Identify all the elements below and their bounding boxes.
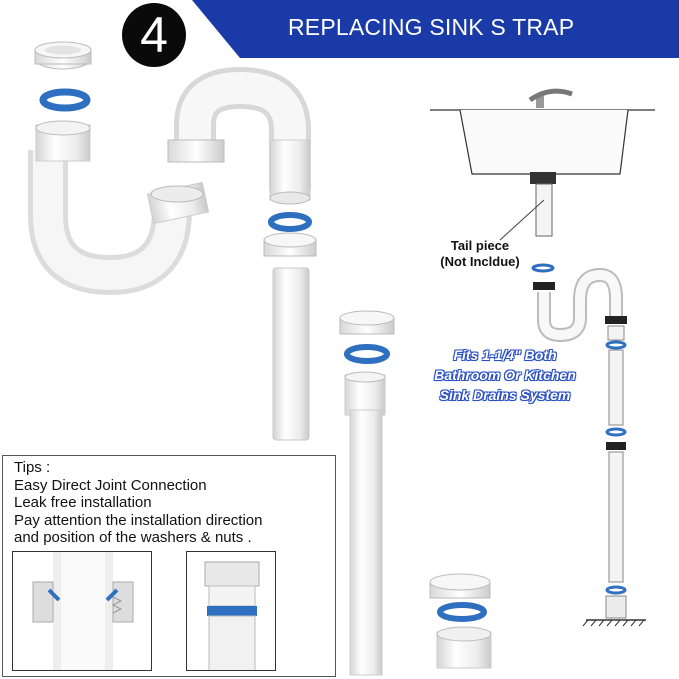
tailpiece-tube-short (273, 268, 309, 440)
tips-text: Tips : Easy Direct Joint Connection Leak… (14, 459, 334, 547)
sink-schematic (430, 91, 655, 240)
tip-line: Easy Direct Joint Connection (14, 477, 334, 495)
extension-tube-long (345, 372, 385, 675)
adapter-fitting (437, 627, 491, 668)
washer-right (347, 347, 387, 361)
washer-middle (271, 215, 309, 229)
washer-bottom (440, 605, 484, 619)
tip-line: and position of the washers & nuts . (14, 529, 334, 547)
tip-line: Leak free installation (14, 494, 334, 512)
tips-heading: Tips : (14, 459, 334, 477)
detail-image-joint-section (12, 551, 152, 671)
washer-top-left (43, 92, 87, 108)
slip-nut-right (340, 311, 394, 334)
compatibility-note: Fits 1-1/4" Both Bathroom Or Kitchen Sin… (410, 345, 600, 405)
tail-piece-label: Tail piece (Not Incldue) (430, 238, 530, 270)
slip-nut-top-left (35, 42, 91, 69)
tips-box: Tips : Easy Direct Joint Connection Leak… (2, 455, 336, 677)
tip-line: Pay attention the installation direction (14, 512, 334, 530)
tail-piece-label-line2: (Not Incldue) (430, 254, 530, 270)
compatibility-line2: Bathroom Or Kitchen (410, 365, 600, 385)
slip-nut-middle (264, 233, 316, 256)
compatibility-line1: Fits 1-1/4" Both (410, 345, 600, 365)
detail-image-washer-position (186, 551, 276, 671)
compatibility-line3: Sink Drains System (410, 385, 600, 405)
trap-schematic (533, 265, 646, 626)
tail-piece-label-line1: Tail piece (430, 238, 530, 254)
slip-nut-bottom (430, 574, 490, 598)
